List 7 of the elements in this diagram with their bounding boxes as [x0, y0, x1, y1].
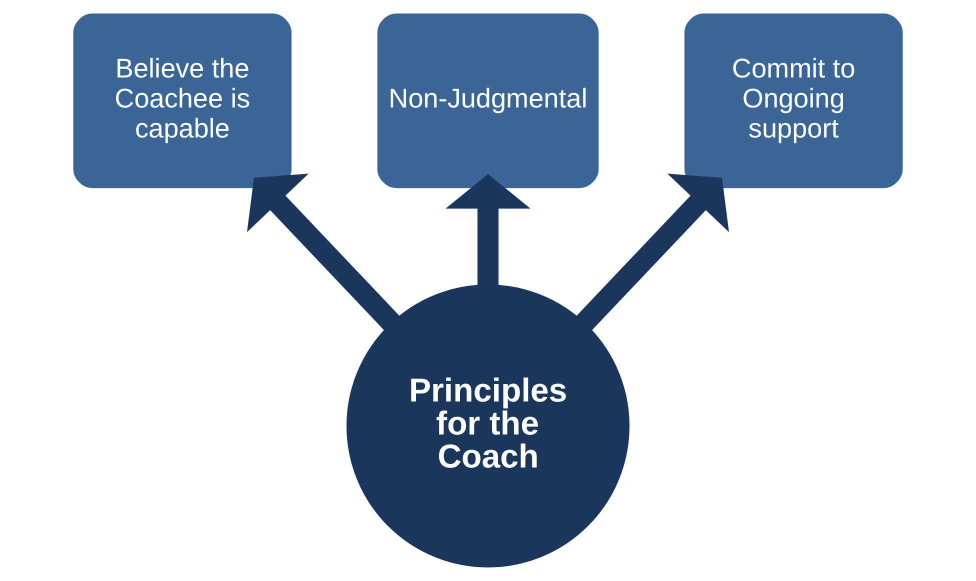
node-box: Believe the Coachee is capable	[73, 14, 292, 188]
node-box: Commit to Ongoing support	[684, 14, 903, 188]
arrow	[247, 174, 400, 330]
arrow	[446, 174, 530, 286]
node-box: Non-Judgmental	[377, 14, 599, 188]
node-circle: Principles for the Coach	[346, 284, 630, 568]
arrow	[576, 174, 729, 330]
